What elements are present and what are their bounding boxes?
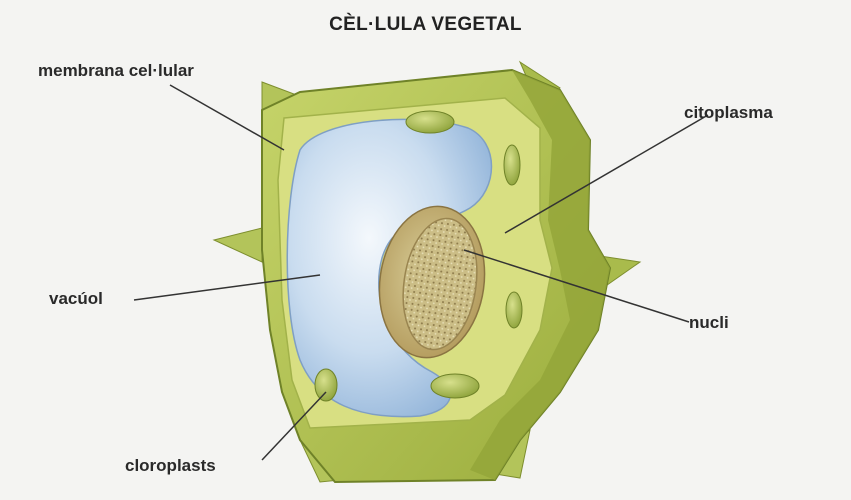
diagram-title: CÈL·LULA VEGETAL [0,14,851,36]
label-vacuole: vacúol [49,289,103,309]
label-chloroplasts: cloroplasts [125,456,216,476]
label-nucleus: nucli [689,313,729,333]
label-cell-membrane: membrana cel·lular [38,61,194,81]
label-cytoplasm: citoplasma [684,103,773,123]
